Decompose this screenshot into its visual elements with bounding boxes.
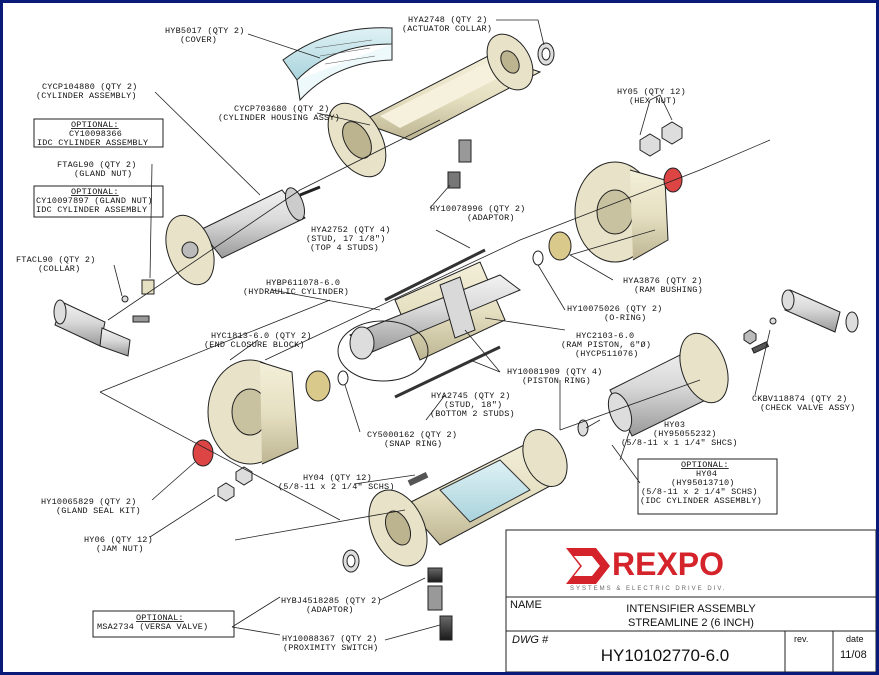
cylinder-assembly-left	[165, 185, 321, 286]
optional-box-hy04	[637, 458, 778, 515]
label-hyc2103: HYC2103-6.0(RAM PISTON, 6"Ø)(HYCP511076)	[561, 331, 651, 359]
label-ftagl90: FTAGL90 (QTY 2)(GLAND NUT)	[57, 160, 137, 179]
logo-wordmark: REXPO	[612, 546, 724, 582]
adaptor-bottom-part	[427, 567, 443, 583]
label-hybp611078: HYBP611078-6.0(HYDRAULIC CYLINDER)	[243, 278, 349, 297]
label-hy05-hex: HY05 (QTY 12)(HEX NUT)	[617, 87, 686, 106]
label-hybj4518285: HYBJ4518285 (QTY 2)(ADAPTOR)	[281, 596, 382, 615]
gland-seal-part	[192, 439, 214, 467]
label-hya2745: HYA2745 (QTY 2)(STUD, 18")(BOTTOM 2 STUD…	[430, 391, 515, 419]
proximity-switch-part	[439, 615, 453, 641]
label-hyb5017: HYB5017 (QTY 2)(COVER)	[165, 26, 245, 45]
leader-lines	[113, 19, 771, 641]
optional-box-msa2734	[92, 610, 235, 638]
label-hyc1813: HYC1813-6.0 (QTY 2)(END CLOSURE BLOCK)	[204, 331, 312, 350]
label-ckbv118874: CKBV118874 (QTY 2)(CHECK VALVE ASSY)	[752, 394, 855, 413]
date-value: 11/08	[840, 649, 867, 661]
title-block: REXPO SYSTEMS & ELECTRIC DRIVE DIV. NAME…	[505, 529, 876, 672]
label-hy10065829: HY10065829 (QTY 2)(GLAND SEAL KIT)	[41, 497, 141, 516]
end-closure-block	[207, 359, 299, 465]
seal-ring-part	[663, 167, 683, 193]
drawing-name-line1: INTENSIFIER ASSEMBLY	[626, 603, 756, 615]
rev-label: rev.	[794, 634, 808, 644]
date-label: date	[846, 634, 864, 644]
label-opt-hy04: OPTIONAL:HY04(HY95013710)(5/8-11 x 2 1/4…	[640, 460, 762, 506]
ram-bushing-flange	[574, 161, 669, 263]
optional-box-cy10098366	[33, 118, 164, 148]
collar-part-left	[53, 299, 131, 357]
label-hy10088367: HY10088367 (QTY 2)(PROXIMITY SWITCH)	[282, 634, 378, 653]
cylinder-housing-top	[327, 33, 542, 178]
drawing-name-line2: STREAMLINE 2 (6 INCH)	[628, 617, 754, 629]
label-cy5000162: CY5000162 (QTY 2)(SNAP RING)	[367, 430, 457, 449]
label-cycp703680: CYCP703680 (QTY 2)(CYLINDER HOUSING ASSY…	[218, 104, 340, 123]
exploded-assembly-drawing: HYB5017 (QTY 2)(COVER) HYA2748 (QTY 2)(A…	[16, 15, 876, 672]
cylinder-assembly-right	[607, 332, 729, 437]
drawing-number: HY10102770-6.0	[601, 646, 730, 665]
stud-part	[384, 248, 486, 302]
label-hya3876: HYA3876 (QTY 2)(RAM BUSHING)	[623, 276, 703, 295]
optional-box-cy10097897	[33, 185, 164, 218]
label-hy10075026: HY10075026 (QTY 2)(O-RING)	[567, 304, 662, 323]
label-hy04: HY04 (QTY 12)(5/8-11 x 2 1/4" SCHS)	[278, 473, 395, 492]
hex-nut-parts	[639, 121, 683, 157]
adaptor-part	[458, 139, 472, 163]
name-label: NAME	[510, 599, 542, 611]
assembly-guide-lines	[99, 119, 771, 541]
label-hy10081909: HY10081909 (QTY 4)(PISTON RING)	[507, 367, 602, 386]
label-hy06: HY06 (QTY 12)(JAM NUT)	[84, 535, 153, 554]
label-hya2748: HYA2748 (QTY 2)(ACTUATOR COLLAR)	[402, 15, 492, 34]
label-opt-cy10097897: OPTIONAL:CY10097897 (GLAND NUT)IDC CYLIN…	[36, 187, 153, 215]
logo-tagline: SYSTEMS & ELECTRIC DRIVE DIV.	[570, 586, 726, 592]
dwg-label: DWG #	[512, 634, 549, 646]
label-hy03: HY03(HY95055232)(5/8-11 x 1 1/4" SHCS)	[621, 420, 738, 448]
hydraulic-cylinder-part	[337, 261, 521, 382]
cover-part	[282, 27, 393, 102]
cylinder-housing-bottom	[368, 429, 568, 567]
label-hy10078996: HY10078996 (QTY 2)(ADAPTOR)	[430, 204, 525, 223]
gland-nut-part	[141, 279, 155, 295]
check-valve-part	[781, 289, 859, 333]
label-cycp104880: CYCP104880 (QTY 2)(CYLINDER ASSEMBLY)	[36, 82, 137, 101]
label-ftacl90: FTACL90 (QTY 2)(COLLAR)	[16, 255, 96, 274]
drawing-sheet: HYB5017 (QTY 2)(COVER) HYA2748 (QTY 2)(A…	[3, 3, 876, 672]
label-hya2752: HYA2752 (QTY 4)(STUD, 17 1/8")(TOP 4 STU…	[306, 225, 391, 253]
rexpo-logo: REXPO SYSTEMS & ELECTRIC DRIVE DIV.	[566, 546, 726, 592]
label-opt-msa2734: OPTIONAL:MSA2734 (VERSA VALVE)	[97, 613, 208, 632]
